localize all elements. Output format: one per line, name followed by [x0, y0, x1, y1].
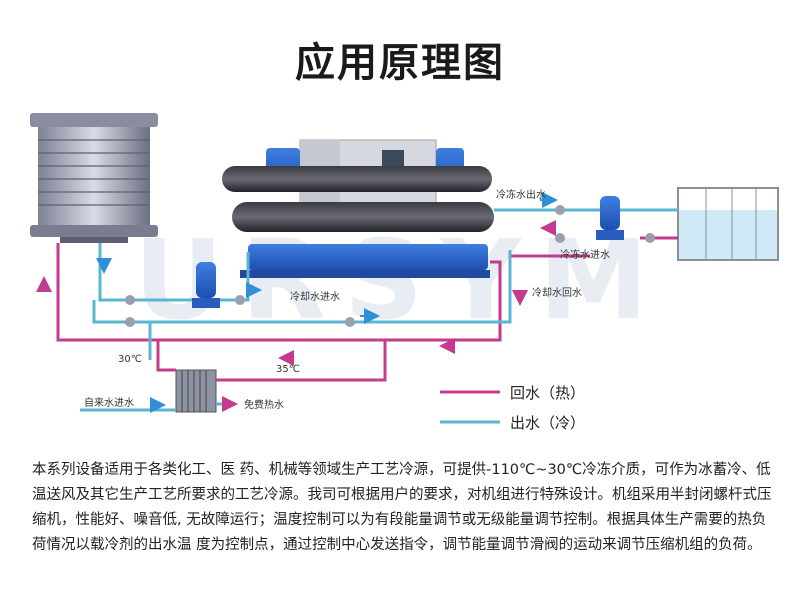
legend-return-hot: 回水（热）	[510, 384, 585, 402]
page-title: 应用原理图	[295, 40, 505, 86]
label-cooling-return: 冷却水回水	[532, 286, 582, 299]
flow-arrows	[36, 192, 558, 413]
label-cooling-in: 冷却水进水	[290, 290, 340, 303]
label-tap-water-in: 自来水进水	[84, 396, 134, 409]
description-text: 本系列设备适用于各类化工、医 药、机械等领域生产工艺冷源，可提供-110℃~30…	[32, 462, 772, 553]
chilled-water-pump	[596, 196, 624, 240]
legend: 回水（热） 出水（冷）	[440, 384, 585, 432]
screw-chiller-unit	[222, 139, 494, 278]
label-temp-30: 30℃	[118, 354, 142, 365]
cooling-tower	[30, 113, 158, 243]
cooling-water-pump	[192, 262, 220, 308]
label-chilled-out: 冷冻水出水	[496, 188, 546, 201]
label-free-hot-water: 免费热水	[244, 398, 284, 411]
valves	[125, 205, 655, 327]
label-temp-35: 35℃	[276, 364, 300, 375]
legend-out-cold: 出水（冷）	[510, 414, 585, 432]
label-chilled-in: 冷冻水进水	[560, 248, 610, 261]
plate-heat-exchanger	[175, 369, 217, 413]
water-tank	[677, 187, 779, 261]
cold-supply-pipes	[80, 208, 678, 412]
